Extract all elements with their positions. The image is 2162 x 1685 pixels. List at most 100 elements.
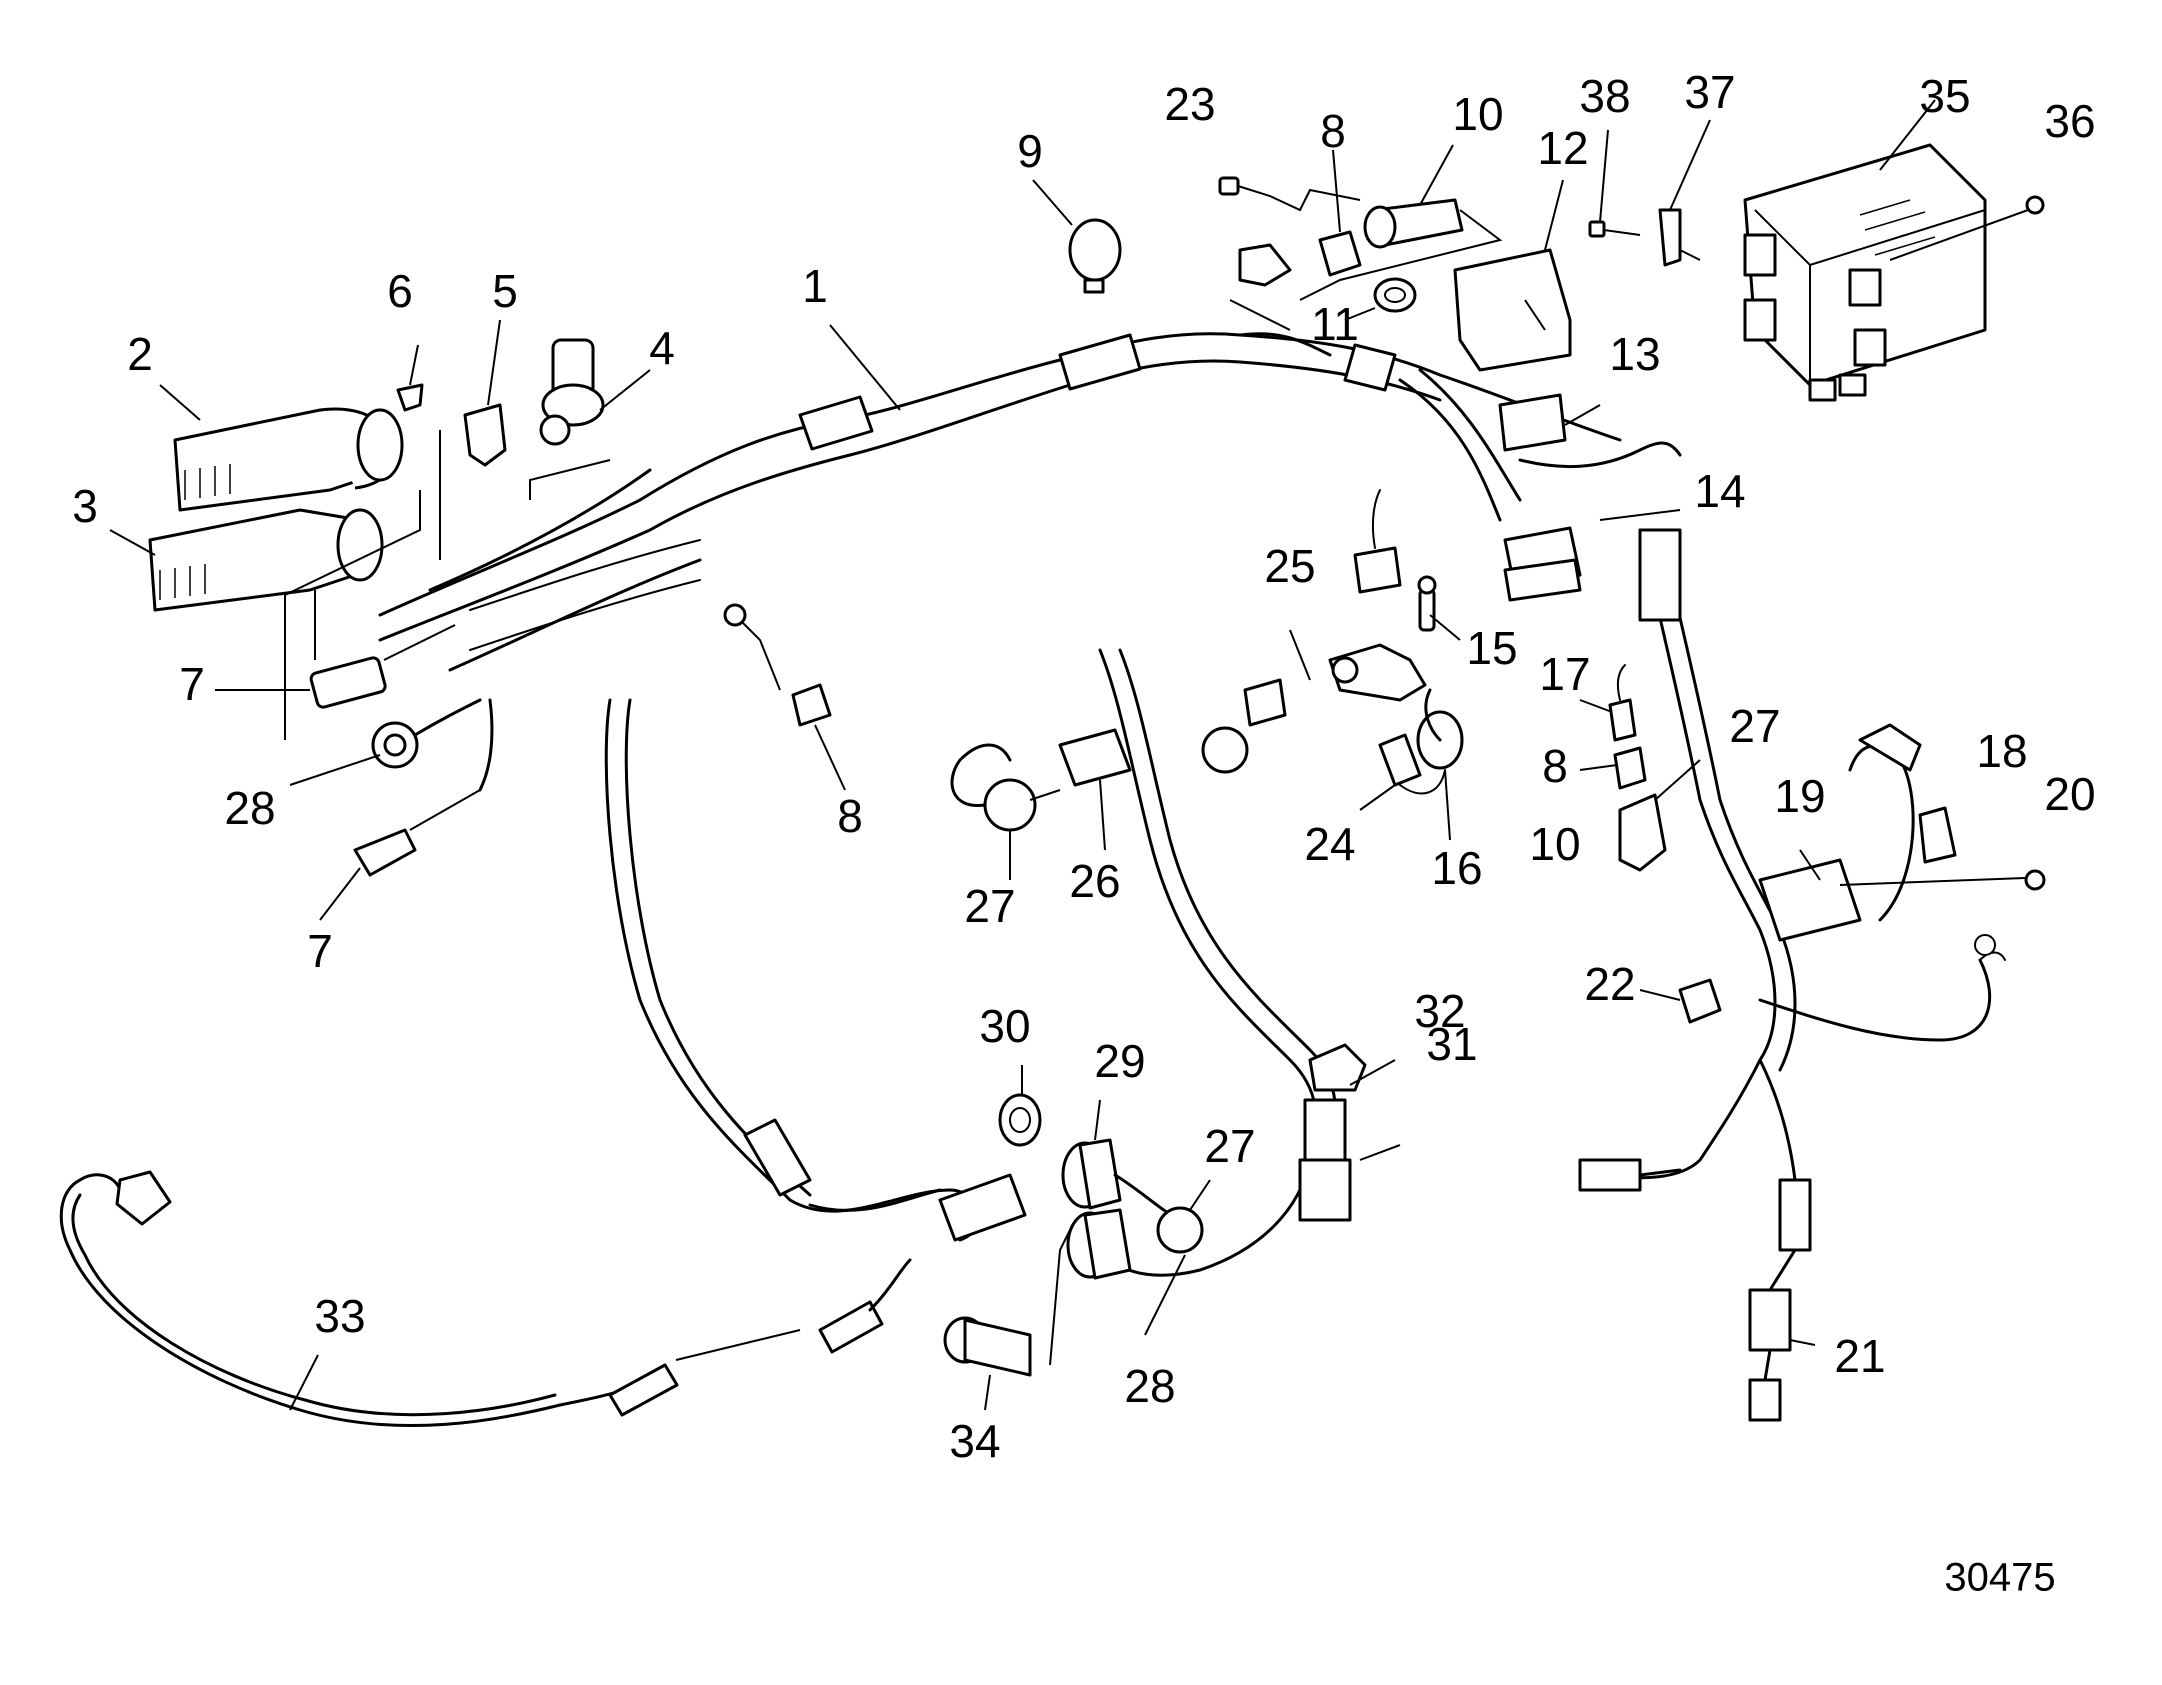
- callout-2: 2: [127, 328, 153, 380]
- part-5-bracket: [463, 403, 507, 467]
- callout-37: 37: [1684, 66, 1735, 118]
- callout-29: 29: [1094, 1035, 1145, 1087]
- callout-8-top: 8: [1320, 105, 1346, 157]
- callout-12: 12: [1537, 122, 1588, 174]
- part-23-bolt: [1218, 176, 1361, 212]
- harness-branch-right: [1578, 528, 2006, 1422]
- part-30-grommet: [998, 1065, 1042, 1147]
- part-8-connector-middle: [723, 603, 832, 727]
- part-3-ecu-connector: [148, 508, 384, 612]
- callout-3: 3: [72, 480, 98, 532]
- part-10-connector-top: [1299, 198, 1503, 301]
- callout-25: 25: [1264, 540, 1315, 592]
- callout-13: 13: [1609, 328, 1660, 380]
- harness-branch-31: [1098, 648, 1367, 1277]
- part-35-control-module: [1743, 143, 1987, 402]
- part-27-connector-lower: [1156, 1179, 1211, 1254]
- part-14-relay-block: [1503, 509, 1681, 602]
- part-31-32-leaders: [1349, 1059, 1401, 1161]
- callout-4: 4: [649, 322, 675, 374]
- part-36-screw: [1889, 195, 2045, 261]
- part-25-sensor: [1328, 643, 1427, 702]
- callout-16: 16: [1431, 842, 1482, 894]
- callout-19: 19: [1774, 770, 1825, 822]
- connector-bracket-lines: [284, 430, 441, 740]
- figure-number: 30475: [1944, 1556, 2055, 1600]
- part-10-connector-right: [1618, 793, 1667, 872]
- part-27-tie-right: [1654, 759, 1701, 801]
- upper-right-leaders: [1032, 99, 1936, 251]
- upper-left-leaders: [109, 319, 651, 556]
- callout-27-middle: 27: [964, 880, 1015, 932]
- part-29-connector: [1061, 1099, 1182, 1222]
- part-19-leader: [1799, 849, 1821, 881]
- part-8-connector-right: [1613, 746, 1647, 790]
- left-leaders: [215, 689, 381, 921]
- callout-15: 15: [1466, 622, 1517, 674]
- part-17-connector: [1608, 664, 1637, 742]
- callout-18: 18: [1976, 725, 2027, 777]
- part-2-ecu-connector: [173, 407, 404, 512]
- callout-10-right: 10: [1529, 818, 1580, 870]
- harness-branch-33: [59, 698, 1027, 1427]
- part-12-relay-cover: [1453, 248, 1572, 372]
- part-28-connector-lower: [1066, 1208, 1186, 1336]
- part-26-cover: [1058, 728, 1132, 787]
- part-8-connector-top: [1238, 230, 1362, 287]
- callout-28-upper: 28: [224, 782, 275, 834]
- callout-22: 22: [1584, 958, 1635, 1010]
- part-28-connector-upper: [371, 698, 482, 769]
- callout-28-lower: 28: [1124, 1360, 1175, 1412]
- callout-20: 20: [2044, 768, 2095, 820]
- part-20-screw: [1839, 869, 2046, 891]
- callout-23: 23: [1164, 78, 1215, 130]
- part-11-gasket: [1229, 277, 1417, 331]
- callout-33: 33: [314, 1290, 365, 1342]
- part-15-screw: [1417, 575, 1437, 632]
- part-9-clamp: [1068, 218, 1122, 294]
- part-7-connector-lower: [353, 698, 494, 877]
- part-18-fuse: [1918, 806, 1957, 864]
- part-33-leader: [289, 1354, 319, 1411]
- part-connector-center: [1353, 489, 1402, 594]
- middle-leaders: [814, 614, 1618, 880]
- callout-32: 32: [1414, 985, 1465, 1037]
- callout-6: 6: [387, 265, 413, 317]
- part-connector-right-mid: [1201, 678, 1287, 774]
- callout-17: 17: [1539, 648, 1590, 700]
- part-4-sensor: [529, 338, 611, 500]
- callout-35: 35: [1919, 70, 1970, 122]
- callout-labels: 1 2 3 4 5 6 7 7 8 8 8 9 10 10 11 12 13 1…: [72, 66, 2095, 1467]
- callout-7-upper: 7: [179, 658, 205, 710]
- callout-26: 26: [1069, 855, 1120, 907]
- part-22-connector: [1639, 978, 1722, 1024]
- callout-31: 31: [1426, 1018, 1477, 1070]
- part-34-connector: [943, 1229, 1071, 1411]
- part-7-connector-upper: [309, 624, 456, 709]
- callout-7-lower: 7: [307, 925, 333, 977]
- callout-21: 21: [1834, 1330, 1885, 1382]
- callout-10-top: 10: [1452, 88, 1503, 140]
- part-24-connector: [1378, 733, 1446, 795]
- part-16-connector: [1416, 688, 1464, 770]
- callout-38: 38: [1579, 70, 1630, 122]
- callout-8-middle: 8: [837, 790, 863, 842]
- part-37-bracket: [1658, 208, 1701, 267]
- callout-27-right: 27: [1729, 700, 1780, 752]
- callout-34: 34: [949, 1415, 1000, 1467]
- callout-27-lower: 27: [1204, 1120, 1255, 1172]
- part-13-relay: [1498, 393, 1601, 452]
- part-1-leader: [829, 324, 901, 411]
- main-harness-trunk: [378, 332, 1682, 672]
- callout-8-right: 8: [1542, 740, 1568, 792]
- callout-5: 5: [492, 265, 518, 317]
- part-21-leader: [1789, 1339, 1816, 1346]
- callout-30: 30: [979, 1000, 1030, 1052]
- part-6-clip: [396, 383, 424, 412]
- callout-9: 9: [1017, 125, 1043, 177]
- callout-11: 11: [1311, 298, 1359, 350]
- callout-36: 36: [2044, 95, 2095, 147]
- callout-24: 24: [1304, 818, 1355, 870]
- callout-14: 14: [1694, 465, 1745, 517]
